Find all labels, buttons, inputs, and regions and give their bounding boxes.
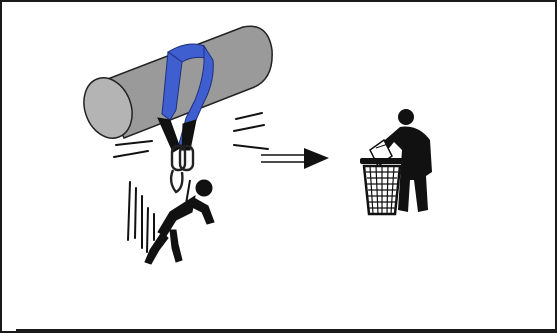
dispose-in-bin-icon [360,109,432,214]
falling-worker-figure [145,180,214,264]
right-arrow [261,148,329,169]
